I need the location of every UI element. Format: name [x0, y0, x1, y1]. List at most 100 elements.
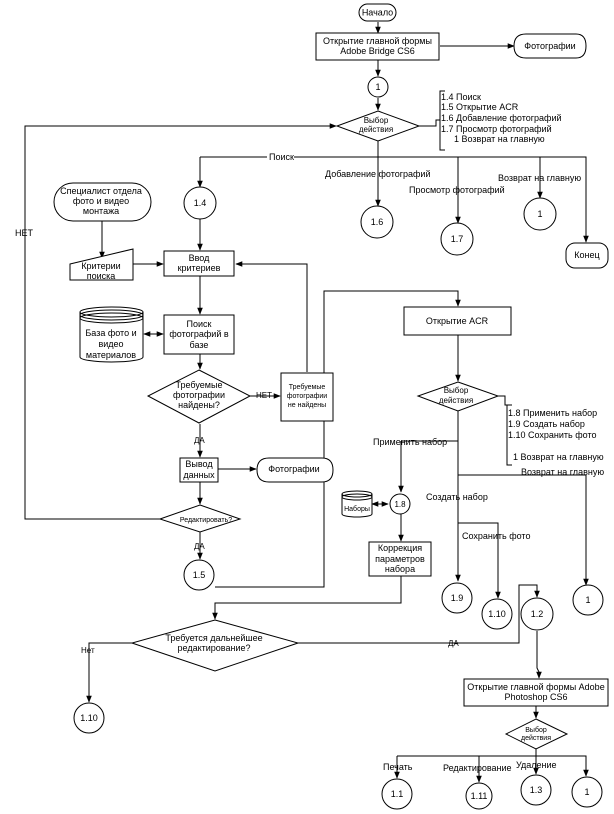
correction-process: Коррекция параметров набора [368, 541, 432, 577]
svg-text:1.5 Открытие ACR: 1.5 Открытие ACR [441, 102, 519, 112]
connector-1-2: 1.2 [520, 597, 554, 631]
label-return-acr: Возврат на главную [521, 467, 604, 477]
edit-decision: Редактировать? [158, 504, 242, 533]
input-criteria-process: Ввод критериев [163, 250, 235, 277]
presets-storage: Наборы [341, 490, 373, 518]
connector-1-top: 1 [367, 76, 389, 98]
photos-top-display: Фотографии [513, 33, 587, 59]
label-net-further: Нет [81, 646, 95, 655]
label-print: Печать [383, 762, 413, 772]
svg-text:Специалист отдела: Специалист отдела [60, 186, 142, 196]
svg-text:найдены?: найдены? [178, 400, 220, 410]
svg-text:не найдены: не найдены [288, 401, 326, 409]
svg-text:Открытие главной формы Adobe: Открытие главной формы Adobe [467, 682, 604, 692]
svg-text:Выбор: Выбор [525, 726, 547, 734]
svg-text:критериев: критериев [178, 263, 221, 273]
open-photoshop-process: Открытие главной формы Adobe Photoshop C… [463, 678, 609, 707]
svg-text:Открытие главной формы: Открытие главной формы [323, 36, 432, 46]
connectors [24, 22, 589, 783]
open-bridge-process: Открытие главной формы Adobe Bridge CS6 [315, 32, 440, 61]
svg-text:Adobe Bridge CS6: Adobe Bridge CS6 [340, 46, 415, 56]
svg-text:Открытие ACR: Открытие ACR [426, 316, 489, 326]
specialist-actor: Специалист отдела фото и видео монтажа [53, 182, 152, 222]
label-apply: Применить набор [373, 437, 447, 447]
connector-1-7: 1.7 [440, 222, 474, 256]
connector-1-3: 1.3 [520, 774, 552, 806]
svg-text:1.8: 1.8 [394, 500, 406, 509]
acr-menu-annotation: 1.8 Применить набор 1.9 Создать набор 1.… [506, 404, 604, 466]
svg-text:действия: действия [521, 734, 551, 742]
svg-text:1 Возврат на главную: 1 Возврат на главную [454, 134, 545, 144]
svg-text:Редактировать?: Редактировать? [180, 517, 232, 524]
connector-1-11: 1.11 [465, 782, 493, 810]
label-net-left: НЕТ [15, 228, 34, 238]
svg-text:монтажа: монтажа [83, 206, 119, 216]
svg-text:1.6: 1.6 [371, 217, 384, 227]
svg-text:данных: данных [183, 470, 215, 480]
label-search: Поиск [269, 152, 294, 162]
svg-text:поиска: поиска [87, 271, 116, 281]
svg-text:Коррекция: Коррекция [378, 543, 422, 553]
label-return: Возврат на главную [498, 173, 581, 183]
svg-text:1.9 Создать набор: 1.9 Создать набор [508, 419, 585, 429]
svg-text:1.7 Просмотр фотографий: 1.7 Просмотр фотографий [441, 124, 552, 134]
connector-1-acr: 1 [572, 584, 604, 616]
svg-text:1.3: 1.3 [530, 785, 543, 795]
label-da-1: ДА [194, 436, 205, 445]
svg-text:фотографий в: фотографий в [169, 329, 228, 339]
svg-text:1.10 Сохранить фото: 1.10 Сохранить фото [508, 430, 596, 440]
further-edit-decision: Требуется дальнейшее редактирование? [130, 619, 300, 672]
label-view: Просмотр фотографий [409, 185, 505, 195]
start-terminator: Начало [358, 3, 397, 22]
svg-text:1.10: 1.10 [488, 609, 506, 619]
svg-text:1.4: 1.4 [194, 198, 207, 208]
connector-1-ps: 1 [571, 776, 603, 808]
svg-text:1.8 Применить набор: 1.8 Применить набор [508, 408, 597, 418]
acr-choice-decision: Выбор действия [416, 381, 500, 412]
found-decision: Требуемые фотографии найдены? [146, 369, 252, 424]
label-net-found: НЕТ [256, 391, 272, 400]
connector-1-10-mid: 1.10 [481, 598, 513, 630]
main-menu-annotation: 1.4 Поиск 1.5 Открытие ACR 1.6 Добавлени… [439, 90, 562, 151]
svg-text:фотографии: фотографии [173, 390, 225, 400]
label-delete: Удаление [516, 760, 557, 770]
svg-text:материалов: материалов [86, 350, 136, 360]
svg-text:Критерии: Критерии [81, 261, 120, 271]
svg-text:1: 1 [585, 595, 590, 605]
connector-1-1: 1.1 [381, 778, 413, 810]
svg-text:Требуемые: Требуемые [176, 380, 223, 390]
svg-text:1.7: 1.7 [451, 234, 464, 244]
photos-mid-display: Фотографии [256, 457, 334, 483]
output-process: Вывод данных [179, 457, 219, 483]
svg-text:Фотографии: Фотографии [268, 464, 319, 474]
label-save: Сохранить фото [462, 531, 530, 541]
svg-text:Вывод: Вывод [185, 459, 213, 469]
svg-text:1.11: 1.11 [471, 791, 488, 801]
svg-text:видео: видео [98, 339, 123, 349]
svg-text:1.2: 1.2 [531, 609, 544, 619]
connector-1-6: 1.6 [360, 205, 394, 239]
ps-choice-decision: Выбор действия [504, 718, 569, 750]
svg-text:действия: действия [439, 396, 473, 405]
open-acr-process: Открытие ACR [403, 306, 512, 336]
not-found-display: Требуемые фотографии не найдены [280, 372, 334, 422]
svg-text:1.9: 1.9 [451, 593, 464, 603]
svg-text:1.5: 1.5 [193, 570, 206, 580]
label-edit: Редактирование [443, 763, 512, 773]
connector-1-right: 1 [523, 197, 557, 231]
connector-1-4: 1.4 [183, 186, 217, 220]
database-storage: База фото и видео материалов [79, 306, 144, 363]
connector-1-9: 1.9 [441, 582, 473, 614]
svg-text:набора: набора [385, 564, 415, 574]
svg-text:Фотографии: Фотографии [524, 41, 575, 51]
svg-text:Требуется дальнейшее: Требуется дальнейшее [165, 633, 262, 643]
connector-1-8: 1.8 [389, 493, 411, 515]
svg-text:Требуемые: Требуемые [289, 383, 326, 391]
svg-text:1.1: 1.1 [391, 789, 404, 799]
label-create: Создать набор [426, 492, 488, 502]
svg-text:1.10: 1.10 [80, 713, 98, 723]
svg-text:базе: базе [190, 340, 209, 350]
criteria-manual-input: Критерии поиска [69, 248, 134, 281]
svg-text:Наборы: Наборы [344, 505, 370, 513]
svg-text:Выбор: Выбор [444, 386, 469, 395]
